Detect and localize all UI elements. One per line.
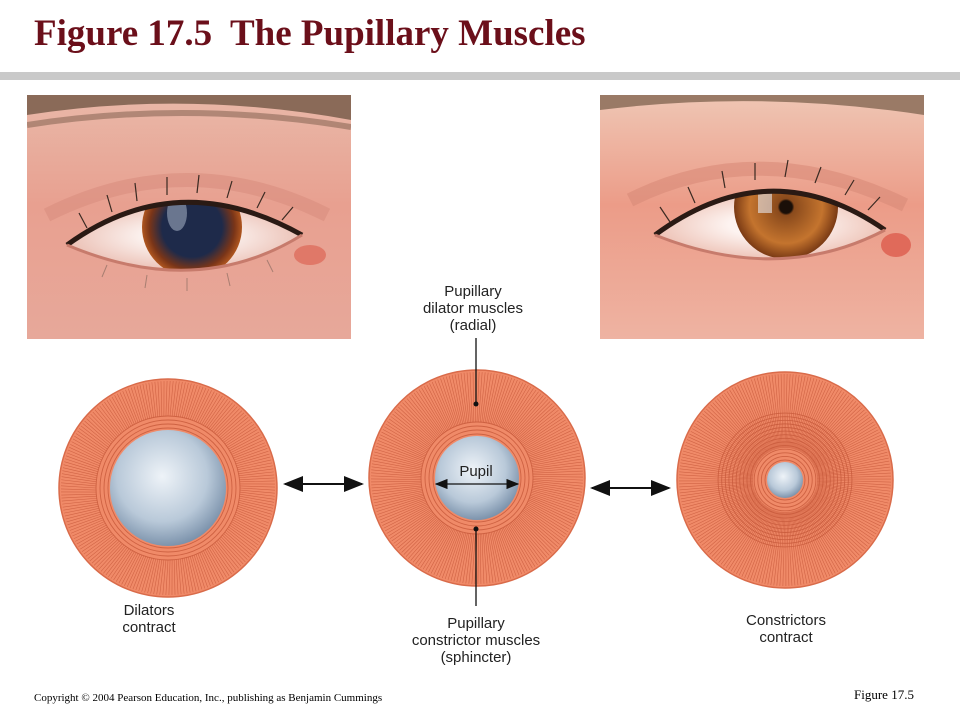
- iris-normal: [368, 369, 586, 587]
- photo-dilated-pupil-eye: [27, 95, 351, 339]
- iris-constricted: [676, 371, 894, 589]
- label-dilators-contract: Dilators contract: [122, 602, 176, 636]
- copyright-notice: Copyright © 2004 Pearson Education, Inc.…: [34, 692, 383, 704]
- iris-dilated: [58, 378, 278, 598]
- photo-constricted-pupil-eye: [600, 95, 924, 339]
- label-pupillary-dilator-muscles: Pupillary dilator muscles (radial): [422, 283, 524, 334]
- label-pupil: Pupil: [459, 463, 493, 480]
- leader-constrictor-dot: [473, 526, 479, 532]
- title-divider: [0, 72, 960, 80]
- label-pupillary-constrictor-muscles: Pupillary constrictor muscles (sphincter…: [411, 615, 541, 666]
- page-title: Figure 17.5 The Pupillary Muscles: [34, 13, 586, 54]
- leader-dilator-dot: [473, 401, 479, 407]
- label-constrictors-contract: Constrictors contract: [745, 612, 827, 646]
- figure-reference: Figure 17.5: [854, 687, 914, 702]
